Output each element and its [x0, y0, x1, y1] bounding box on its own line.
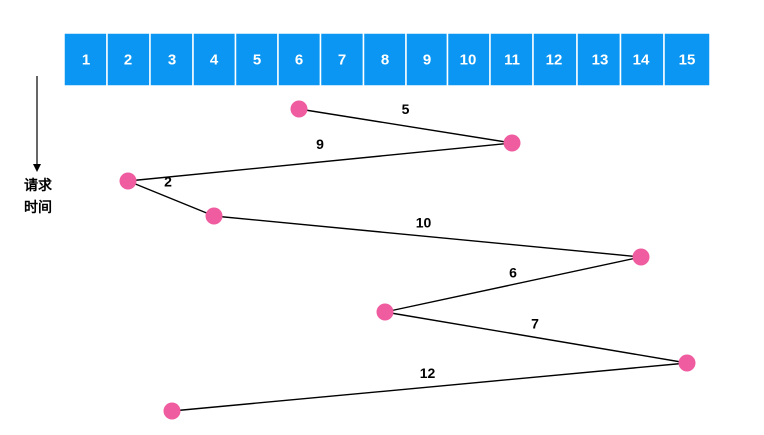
- time-axis-label: 请求 时间: [16, 175, 60, 219]
- request-points: [119, 100, 696, 420]
- track-number-label: 6: [295, 52, 303, 69]
- track-cell: [106, 32, 151, 87]
- seek-distance-labels: 5 9 2 10 6 7 12: [164, 101, 539, 381]
- track-number-label: 14: [633, 52, 650, 69]
- request-dot: [290, 100, 308, 118]
- request-dot: [503, 134, 521, 152]
- seek-line: [384, 256, 642, 313]
- seek-distance-label: 5: [402, 101, 410, 117]
- track-number-label: 1: [82, 52, 90, 69]
- track-cell: [405, 32, 449, 87]
- request-dot: [678, 354, 696, 372]
- request-dot: [205, 207, 223, 225]
- track-cell: [619, 32, 665, 87]
- track-cell: [362, 32, 407, 87]
- request-dot: [163, 402, 181, 420]
- track-number-label: 3: [168, 52, 176, 69]
- track-number-label: 4: [210, 52, 219, 69]
- seek-distance-label: 2: [164, 174, 172, 190]
- seek-line: [298, 108, 513, 144]
- arrow-down-icon: [33, 164, 41, 172]
- seek-line: [171, 362, 688, 412]
- axis-label-line-1: 请求: [24, 178, 52, 194]
- track-number-label: 7: [338, 52, 346, 69]
- track-cell: [663, 32, 711, 87]
- track-cell: [576, 32, 622, 87]
- seek-path: [127, 108, 688, 412]
- seek-distance-label: 12: [420, 365, 436, 381]
- request-dot: [119, 172, 137, 190]
- request-dot: [376, 303, 394, 321]
- track-cell: [63, 32, 108, 87]
- track-cell: [532, 32, 578, 87]
- track-cell: [446, 32, 491, 87]
- track-cell: [149, 32, 194, 87]
- seek-distance-label: 10: [416, 215, 432, 231]
- seek-distance-label: 9: [316, 136, 324, 152]
- seek-distance-label: 7: [531, 316, 539, 332]
- track-cell: [277, 32, 322, 87]
- track-number-label: 9: [423, 52, 431, 69]
- track-cell: [319, 32, 365, 87]
- track-number-label: 12: [546, 52, 563, 69]
- seek-distance-label: 6: [509, 265, 517, 281]
- track-number-label: 2: [124, 52, 132, 69]
- axis-label-line-2: 时间: [24, 200, 52, 216]
- track-number-label: 5: [253, 52, 261, 69]
- seek-line: [213, 215, 642, 258]
- request-dot: [632, 248, 650, 266]
- track-cell: [234, 32, 279, 87]
- seek-line: [384, 311, 688, 364]
- track-number-label: 15: [679, 52, 696, 69]
- seek-line: [127, 142, 513, 182]
- track-number-label: 8: [381, 52, 389, 69]
- seek-line: [127, 180, 215, 217]
- track-number-label: 13: [592, 52, 609, 69]
- track-number-label: 11: [504, 52, 520, 69]
- track-number-label: 10: [460, 52, 477, 69]
